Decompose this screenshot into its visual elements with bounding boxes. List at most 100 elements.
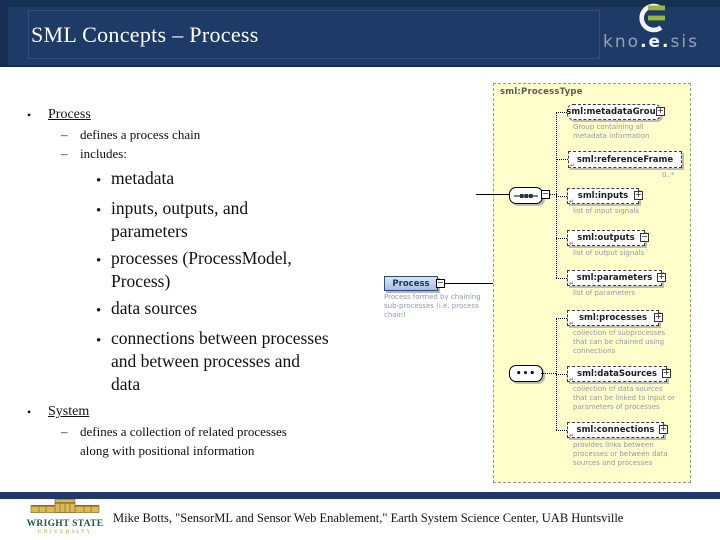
logo-text-e: .e. bbox=[640, 32, 671, 52]
connector-line bbox=[445, 283, 497, 284]
bullet-text: data sources bbox=[111, 298, 198, 318]
element-name: sml:referenceFrame bbox=[576, 154, 674, 165]
element-description: list of output signals bbox=[573, 249, 645, 257]
dotted-connector bbox=[556, 112, 557, 278]
header-bar: SML Concepts – Process kno.e.sis bbox=[0, 0, 720, 67]
expand-icon: + bbox=[654, 312, 663, 322]
bullet-processes: processes (ProcessModel, Process) bbox=[0, 247, 400, 293]
header-top-edge bbox=[0, 0, 720, 7]
element-name: sml:processes bbox=[578, 313, 648, 323]
bullet-icon bbox=[27, 105, 48, 126]
sequence-icon: ••• bbox=[509, 365, 543, 382]
element-name: sml:parameters bbox=[576, 273, 653, 283]
knoesis-logo: kno.e.sis bbox=[592, 2, 710, 62]
dash-icon bbox=[61, 423, 80, 460]
expand-icon: + bbox=[656, 106, 665, 116]
bullet-text: defines a process chain bbox=[80, 127, 201, 142]
knoesis-logo-icon bbox=[639, 3, 665, 33]
bullet-inputs-outputs: inputs, outputs, and parameters bbox=[0, 197, 400, 243]
element-name: sml:connections bbox=[576, 425, 655, 435]
bullet-icon bbox=[96, 327, 111, 396]
collapse-icon: − bbox=[640, 232, 649, 242]
footer-bar bbox=[0, 492, 720, 499]
bullet-text: inputs, outputs, and parameters bbox=[111, 198, 249, 241]
element-name: sml:dataSources bbox=[577, 369, 657, 379]
bullet-process: Process bbox=[0, 105, 400, 126]
element-description: list of parameters bbox=[573, 289, 636, 297]
occurrence-label: 0..* bbox=[662, 171, 675, 179]
expand-icon: + bbox=[657, 272, 666, 282]
schema-element-referenceFrame: sml:referenceFrame bbox=[568, 151, 682, 169]
collapse-icon: − bbox=[436, 278, 445, 288]
sequence-icon bbox=[509, 187, 543, 204]
university-building-icon bbox=[30, 499, 100, 513]
bullet-icon bbox=[96, 197, 111, 243]
bullet-metadata: metadata bbox=[0, 167, 400, 193]
bullet-system-defines: defines a collection of related processe… bbox=[0, 423, 400, 460]
dotted-connector bbox=[556, 374, 567, 375]
bullet-icon bbox=[27, 402, 48, 423]
connector-line bbox=[476, 194, 509, 195]
bullet-list: Process defines a process chain includes… bbox=[0, 103, 400, 460]
bullet-process-label: Process bbox=[48, 107, 91, 122]
bullet-text: defines a collection of related processe… bbox=[80, 424, 287, 458]
element-description: collection of subprocesses that can be c… bbox=[573, 329, 666, 355]
bullet-icon bbox=[96, 247, 111, 293]
dotted-connector bbox=[556, 278, 567, 279]
schema-element-connections: sml:connections + bbox=[567, 422, 668, 439]
logo-text-sis: sis bbox=[670, 32, 699, 52]
element-name: sml:inputs bbox=[577, 191, 629, 201]
knoesis-logo-text: kno.e.sis bbox=[592, 33, 710, 51]
schema-element-metadataGroup: sml:metadataGroup + bbox=[566, 104, 665, 120]
element-description: provides links between processes or betw… bbox=[573, 441, 668, 467]
schema-element-outputs: sml:outputs − bbox=[567, 230, 649, 247]
bullet-data-sources: data sources bbox=[0, 297, 400, 323]
bullet-system: System bbox=[0, 402, 400, 423]
dotted-connector bbox=[556, 159, 568, 160]
dotted-connector bbox=[556, 430, 567, 431]
dotted-connector bbox=[541, 373, 556, 374]
dash-icon bbox=[61, 145, 80, 164]
university-logo: WRIGHT STATE UNIVERSITY bbox=[14, 497, 116, 536]
schema-element-dataSources: sml:dataSources + bbox=[567, 366, 671, 383]
bullet-system-label: System bbox=[48, 404, 90, 419]
process-node: Process bbox=[384, 276, 438, 291]
dotted-connector bbox=[556, 112, 567, 113]
citation-text: Mike Botts, "SensorML and Sensor Web Ena… bbox=[113, 511, 624, 525]
schema-element-parameters: sml:parameters + bbox=[567, 270, 666, 287]
header-left-edge bbox=[0, 0, 8, 65]
collapse-icon: − bbox=[541, 189, 550, 199]
element-description: collection of data sources that can be l… bbox=[573, 385, 675, 411]
expand-icon: + bbox=[662, 368, 671, 378]
bullet-connections: connections between processes and betwee… bbox=[0, 327, 400, 396]
schema-element-inputs: sml:inputs + bbox=[567, 188, 643, 205]
bullet-defines-chain: defines a process chain bbox=[0, 126, 400, 145]
bullet-text: includes: bbox=[80, 145, 127, 161]
bullet-text: processes (ProcessModel, Process) bbox=[111, 248, 292, 291]
dotted-connector bbox=[550, 194, 557, 195]
expand-icon: + bbox=[634, 190, 643, 200]
element-name: sml:outputs bbox=[577, 233, 635, 243]
bullet-includes: includes: bbox=[0, 145, 400, 164]
schema-type-label: sml:ProcessType bbox=[500, 87, 583, 97]
process-node-description: Process formed by chaining sub-processes… bbox=[384, 293, 481, 319]
bullet-text: metadata bbox=[111, 168, 175, 188]
dotted-connector bbox=[556, 238, 567, 239]
process-node-label: Process bbox=[392, 278, 430, 289]
bullet-icon bbox=[96, 167, 111, 193]
element-name: sml:metadataGroup bbox=[566, 107, 662, 117]
dotted-connector bbox=[556, 196, 567, 197]
university-subname: UNIVERSITY bbox=[37, 529, 93, 535]
schema-element-processes: sml:processes + bbox=[567, 310, 663, 327]
dotted-connector bbox=[556, 318, 567, 319]
expand-icon: + bbox=[659, 424, 668, 434]
bullet-text: connections between processes and betwee… bbox=[111, 328, 329, 394]
title-placeholder-outline bbox=[28, 10, 600, 59]
university-name: WRIGHT STATE bbox=[26, 519, 104, 529]
element-description: list of input signals bbox=[573, 207, 640, 215]
logo-text-kno: kno bbox=[603, 32, 641, 52]
bullet-icon bbox=[96, 297, 111, 323]
dash-icon bbox=[61, 126, 80, 145]
element-description: Group containing all metadata informatio… bbox=[573, 123, 650, 140]
page-title: SML Concepts – Process bbox=[31, 22, 259, 47]
